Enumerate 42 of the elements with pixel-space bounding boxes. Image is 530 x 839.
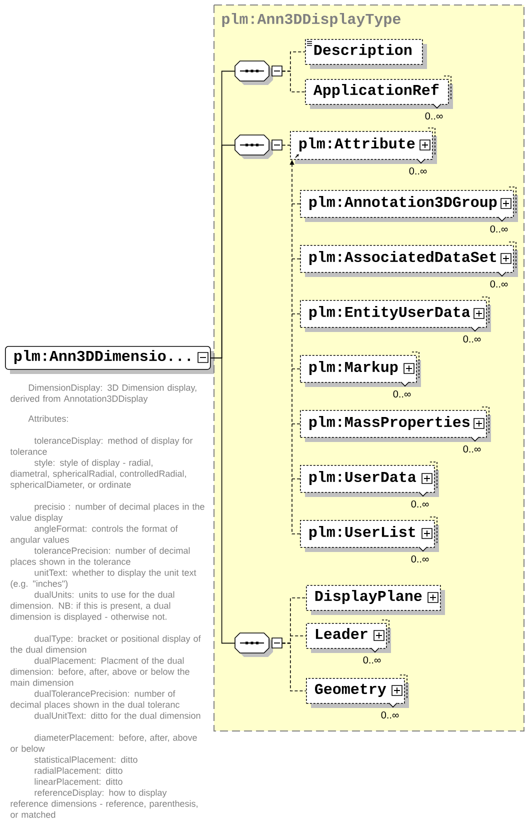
element-box: plm:Markup <box>300 352 421 387</box>
element-box: plm:Attribute <box>290 128 437 164</box>
multiplicity-label: 0..∞ <box>463 335 481 343</box>
connector-line <box>282 70 306 92</box>
element-box: plm:UserList <box>300 516 439 552</box>
documentation-text: dualUnits: units to use for the dual dimension. NB: if this is present, a dual dimension is displayed - otherwise not. <box>10 591 174 622</box>
multiplicity-label: 0..∞ <box>411 555 429 563</box>
documentation-text: unitText: whether to display the unit text (e.g. "inches") <box>10 569 196 589</box>
element-box: Geometry <box>306 674 409 708</box>
documentation-text: dualUnitText: ditto for the dual dimension <box>34 712 200 719</box>
element-box: ApplicationRef <box>305 76 453 109</box>
sequence-compositor <box>234 632 282 657</box>
documentation-text: DimensionDisplay: 3D Dimension display, derived from Annotation3DDisplay <box>10 384 196 404</box>
documentation-text: statisticalPlacement: ditto <box>34 756 138 763</box>
multiplicity-label: 0..∞ <box>363 656 381 664</box>
multiplicity-label: 0..∞ <box>490 225 508 233</box>
element-box: DisplayPlane <box>306 585 445 615</box>
element-box: plm:AssociatedDataSet <box>300 242 518 277</box>
element-box: plm:Annotation3DGroup <box>300 186 518 222</box>
connector-line <box>210 358 236 644</box>
element-box: plm:EntityUserData <box>300 296 491 332</box>
multiplicity-label: 0..∞ <box>393 390 411 398</box>
multiplicity-label: 0..∞ <box>463 445 481 453</box>
multiplicity-label: 0..∞ <box>425 112 443 120</box>
sequence-compositor <box>234 134 282 159</box>
documentation-text: style: style of display - radial, diametral, sphericalRadial, controlledRadial, sphericalDiameter, or ordinate <box>10 459 186 490</box>
connector-line <box>282 144 291 146</box>
element-box: plm:UserData <box>300 462 439 497</box>
connector-line <box>282 642 306 692</box>
documentation-text: radialPlacement: ditto <box>34 767 122 774</box>
element-box: plm:MassProperties <box>300 406 491 442</box>
documentation-text: referenceDisplay: how to display reference dimensions - reference, parenthesis, or matched <box>10 789 198 818</box>
multiplicity-label: 0..∞ <box>490 280 508 288</box>
sequence-compositor <box>234 60 282 85</box>
element-box: Description <box>305 39 427 69</box>
element-box: plm:Ann3DDimensio... <box>5 346 215 374</box>
documentation-text: Attributes: <box>28 415 68 422</box>
documentation-text: linearPlacement: ditto <box>34 778 122 785</box>
multiplicity-label: 0..∞ <box>411 500 429 508</box>
multiplicity-label: 0..∞ <box>409 167 427 175</box>
element-box: Leader <box>306 620 391 653</box>
multiplicity-label: 0..∞ <box>381 711 399 719</box>
